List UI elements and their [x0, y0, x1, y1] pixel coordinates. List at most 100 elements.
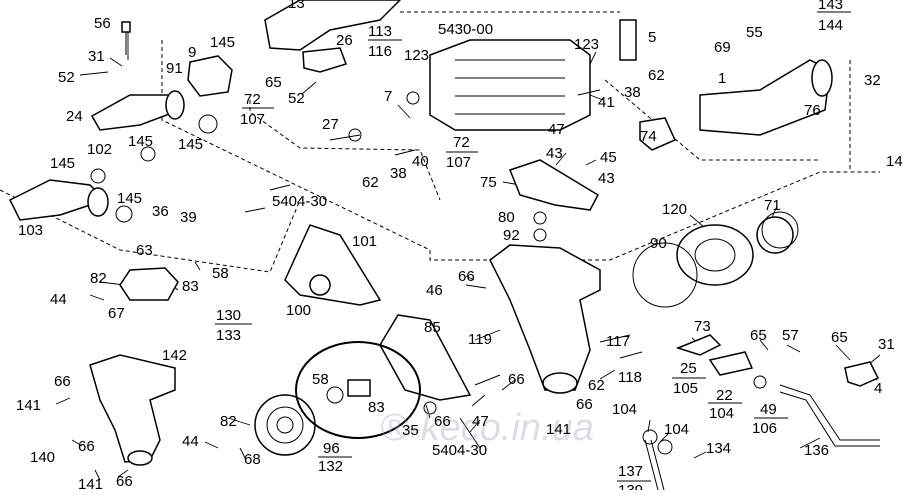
callout-100: 100 [286, 302, 311, 319]
callout-43: 43 [546, 145, 563, 162]
callout-58b: 58 [312, 371, 329, 388]
callout-65c: 65 [831, 329, 848, 346]
callout-139: 139 [618, 482, 643, 490]
callout-27: 27 [322, 116, 339, 133]
callout-66: 66 [458, 268, 475, 285]
callout-73: 73 [694, 318, 711, 335]
callout-32: 32 [864, 72, 881, 89]
callout-46: 46 [426, 282, 443, 299]
callout-45: 45 [600, 149, 617, 166]
callout-31: 31 [88, 48, 105, 65]
callout-5430-00: 5430-00 [438, 21, 493, 38]
callout-133: 133 [216, 327, 241, 344]
callout-136: 136 [804, 442, 829, 459]
callout-104c: 104 [664, 421, 689, 438]
callout-63: 63 [136, 242, 153, 259]
callout-113: 113 [368, 23, 392, 40]
callout-123b: 123 [574, 36, 599, 53]
callout-91: 91 [166, 60, 183, 77]
callout-96: 96 [323, 440, 340, 457]
callout-145d: 145 [50, 155, 75, 172]
callout-14: 14 [886, 153, 903, 170]
callout-82b: 82 [220, 413, 237, 430]
callout-5404-30b: 5404-30 [432, 442, 487, 459]
callout-44b: 44 [182, 433, 199, 450]
callout-67: 67 [108, 305, 125, 322]
callout-69: 69 [714, 39, 731, 56]
callout-62c: 62 [588, 377, 605, 394]
callout-102: 102 [87, 141, 112, 158]
highlight-circle [295, 341, 421, 439]
callout-143: 143 [818, 0, 843, 13]
callout-9: 9 [188, 44, 196, 61]
callout-142: 142 [162, 347, 187, 364]
callout-41: 41 [598, 94, 615, 111]
callout-92: 92 [503, 227, 520, 244]
callout-80: 80 [498, 209, 515, 226]
callout-65: 65 [265, 74, 282, 91]
callout-145: 145 [210, 34, 235, 51]
callout-82: 82 [90, 270, 107, 287]
callout-66g: 66 [116, 473, 133, 490]
callout-137: 137 [618, 463, 643, 480]
callout-134: 134 [706, 440, 731, 457]
callout-1: 1 [718, 70, 726, 87]
callout-145b: 145 [178, 136, 203, 153]
callout-140: 140 [30, 449, 55, 466]
watermark: ®-keco.in.ua [380, 407, 594, 449]
callout-26: 26 [336, 32, 353, 49]
callout-83: 83 [182, 278, 199, 295]
callout-101: 101 [352, 233, 377, 250]
callout-104: 104 [709, 405, 734, 422]
callout-31b: 31 [878, 336, 895, 353]
callout-49: 49 [760, 401, 777, 418]
callout-68: 68 [244, 451, 261, 468]
callout-55: 55 [746, 24, 763, 41]
callout-52b: 52 [288, 90, 305, 107]
callout-66c: 66 [508, 371, 525, 388]
callout-66b: 66 [54, 373, 71, 390]
callout-5404-30: 5404-30 [272, 193, 327, 210]
callout-36: 36 [152, 203, 169, 220]
callout-35: 35 [402, 422, 419, 439]
callout-38b: 38 [390, 165, 407, 182]
callout-75: 75 [480, 174, 497, 191]
callout-116: 116 [368, 43, 392, 60]
callout-52: 52 [58, 69, 75, 86]
callout-72b: 72 [453, 134, 470, 151]
callout-76: 76 [804, 102, 821, 119]
callout-83b: 83 [368, 399, 385, 416]
callout-141b: 141 [546, 421, 571, 438]
callout-117: 117 [606, 333, 630, 350]
callout-119: 119 [468, 331, 492, 348]
callout-106: 106 [752, 420, 777, 437]
callout-123: 123 [404, 47, 429, 64]
callout-13: 13 [288, 0, 305, 12]
callout-65b: 65 [750, 327, 767, 344]
callout-85: 85 [424, 319, 441, 336]
callout-66f: 66 [78, 438, 95, 455]
callout-7: 7 [384, 88, 392, 105]
callout-22: 22 [716, 387, 733, 404]
callout-labels: 56 31 52 9 145 91 13 26 113 116 5430-00 … [16, 0, 903, 495]
callout-66e: 66 [434, 413, 451, 430]
callout-107b: 107 [446, 154, 471, 171]
callout-145e: 145 [117, 190, 142, 207]
callout-58: 58 [212, 265, 229, 282]
callout-24: 24 [66, 108, 83, 125]
callout-132: 132 [318, 458, 343, 475]
callout-39: 39 [180, 209, 197, 226]
callout-145c: 145 [128, 133, 153, 150]
callout-47b: 47 [472, 413, 489, 430]
callout-57: 57 [782, 327, 799, 344]
callout-25: 25 [680, 360, 697, 377]
callout-5: 5 [648, 29, 656, 46]
callout-104b: 104 [612, 401, 637, 418]
callout-103: 103 [18, 222, 43, 239]
callout-40: 40 [412, 153, 429, 170]
callout-130: 130 [216, 307, 241, 324]
callout-47: 47 [548, 121, 565, 138]
callout-74: 74 [640, 128, 657, 145]
callout-43b: 43 [598, 170, 615, 187]
callout-107: 107 [240, 111, 265, 128]
